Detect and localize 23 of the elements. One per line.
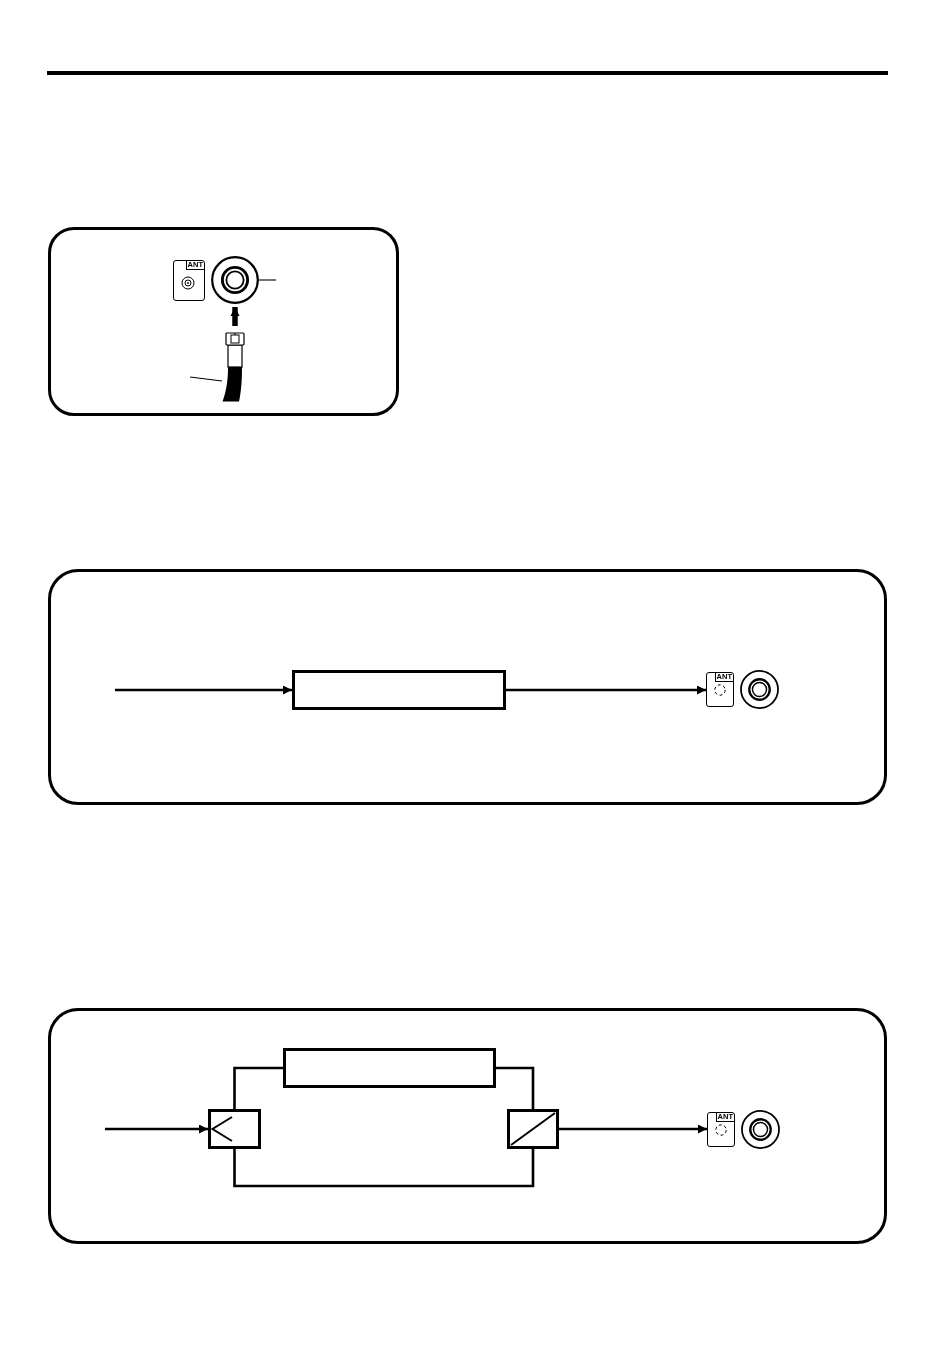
connector-line	[233, 1149, 535, 1188]
device-box	[283, 1048, 496, 1088]
arrow	[230, 307, 240, 326]
arrow	[115, 685, 292, 695]
arrow	[506, 685, 706, 695]
arrow	[559, 1124, 707, 1134]
socket-closeup	[740, 670, 779, 709]
socket-closeup	[211, 256, 259, 304]
arrow	[105, 1124, 208, 1134]
device-box	[292, 670, 506, 710]
panel-frame	[48, 227, 399, 416]
connector-line	[496, 1066, 535, 1109]
splitter-box	[208, 1109, 261, 1149]
antenna-terminal-plate	[707, 1112, 735, 1147]
panel-frame	[48, 1008, 887, 1244]
leader-line	[189, 376, 223, 382]
socket-closeup	[741, 1110, 780, 1149]
leader-line	[258, 279, 277, 281]
panel-frame	[48, 569, 887, 805]
connector-line	[233, 1066, 283, 1109]
antenna-terminal-plate	[706, 672, 734, 707]
antenna-terminal-plate	[173, 260, 205, 301]
cable-plug-drawing	[222, 332, 248, 402]
